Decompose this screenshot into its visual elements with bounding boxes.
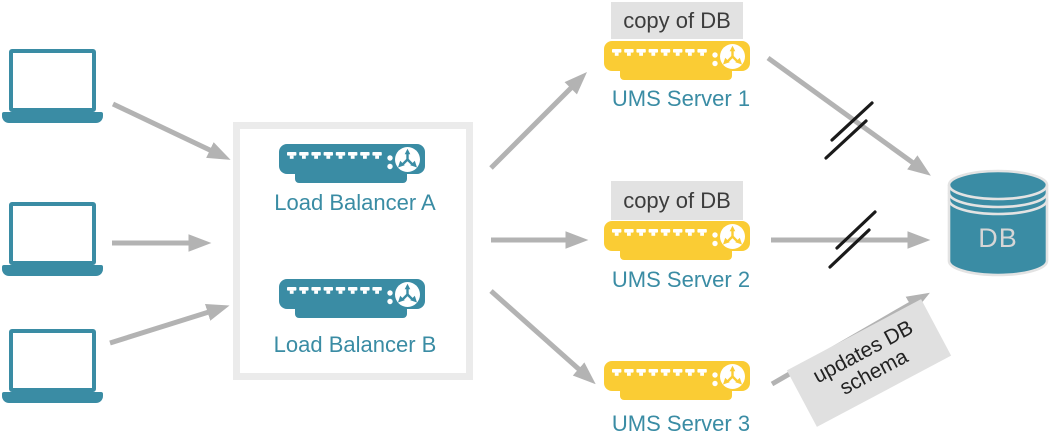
laptop-icon [2,49,103,124]
copy-of-db-badge-ums1: copy of DB [611,2,743,39]
load-balancer-a-server-icon [279,144,425,184]
laptop-icon [2,329,103,404]
laptop-base [2,112,103,123]
ums-server-3-icon [604,361,750,401]
arrow-client3-to-lb [109,304,230,346]
arrow-lb-to-ums1 [489,71,588,170]
arrow-lb-to-ums3 [489,289,596,385]
database-label: DB [978,223,1018,253]
load-balancer-b-label: Load Balancer B [273,332,437,357]
load-balancer-group-box [233,122,473,380]
updates-db-schema-annotation: updates DB schema [786,299,952,427]
laptop-icon [2,202,103,277]
laptop-screen [9,49,96,112]
load-balancer-a-label: Load Balancer A [274,190,436,215]
load-balancer-b-server-icon [279,279,425,319]
ums-server-2-icon [604,221,750,261]
broken-link-slashes-ums2 [828,228,871,269]
laptop-base [2,392,103,403]
broken-link-slashes-ums2 [835,210,877,250]
copy-of-db-badge-ums2: copy of DB [611,181,743,220]
arrow-ums1-to-db [766,55,931,176]
broken-link-slashes-ums1 [830,101,874,142]
laptop-screen [9,202,96,265]
arrow-client1-to-lb [111,101,231,160]
laptop-screen [9,329,96,392]
laptop-base [2,265,103,276]
ums-server-3-label: UMS Server 3 [611,411,751,436]
database-icon: DB [947,169,1049,277]
ums-server-1-label: UMS Server 1 [611,86,751,111]
ums-server-2-label: UMS Server 2 [611,267,751,292]
broken-link-slashes-ums1 [824,119,868,160]
ums-server-1-icon [604,41,750,81]
